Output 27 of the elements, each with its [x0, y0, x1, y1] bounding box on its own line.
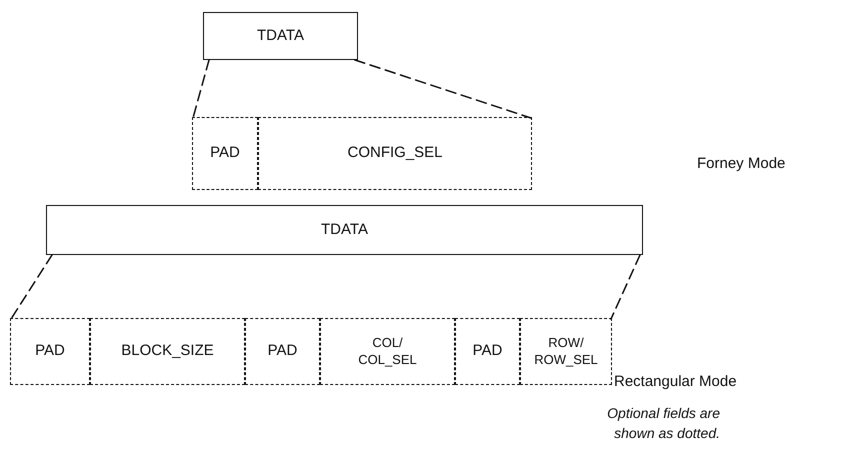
field-name: PAD	[472, 342, 502, 361]
optional-field-box	[192, 117, 258, 190]
field-name: PAD	[210, 144, 240, 163]
data-box	[203, 12, 358, 60]
field-name: PAD	[35, 342, 65, 361]
optional-field-box	[520, 318, 612, 385]
field-name: BLOCK_SIZE	[121, 342, 214, 361]
mode-label: Forney Mode	[697, 155, 786, 172]
field-name: TDATA	[321, 220, 368, 240]
field-name: ROW/ ROW_SEL	[533, 335, 599, 368]
mode-label: Rectangular Mode	[614, 373, 737, 390]
expansion-line	[354, 59, 532, 119]
field-name: PAD	[268, 342, 298, 361]
optional-field-box	[455, 318, 520, 385]
optional-field-box	[258, 117, 532, 190]
expansion-line	[192, 59, 210, 119]
optional-field-box	[90, 318, 245, 385]
optional-field-box	[245, 318, 320, 385]
optional-field-box	[320, 318, 455, 385]
optional-field-box	[10, 318, 90, 385]
data-box	[46, 205, 643, 255]
note-text: Optional fields are shown as dotted.	[606, 404, 720, 443]
expansion-line	[610, 254, 641, 320]
field-name: CONFIG_SEL	[347, 144, 443, 163]
expansion-line	[10, 254, 53, 320]
field-name: COL/ COL_SEL	[357, 335, 418, 368]
field-name: TDATA	[257, 26, 304, 46]
